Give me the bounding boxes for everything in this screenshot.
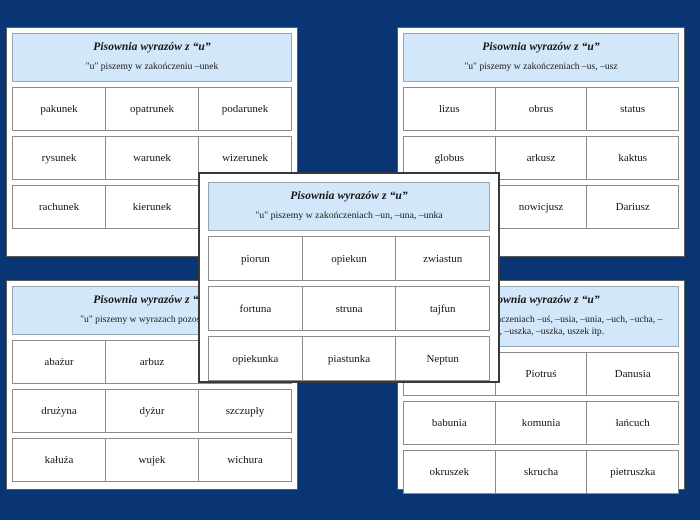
- card-title: Pisownia wyrazów z “u”: [482, 294, 600, 306]
- word-cell[interactable]: warunek: [106, 136, 199, 179]
- card-subtitle: "u" piszemy w zakończeniu –unek: [85, 60, 219, 72]
- word-cell[interactable]: struna: [303, 287, 397, 331]
- word-cell[interactable]: wujek: [106, 438, 199, 481]
- word-cell[interactable]: kałuża: [13, 438, 106, 481]
- card-pozostale[interactable]: Pisownia wyrazów z “u” "u" piszemy w wyr…: [6, 280, 298, 490]
- card-subtitle: "u" piszemy w zakończeniach –uś, –usia, …: [419, 313, 663, 337]
- table-row: drużyna dyżur szczupły: [12, 388, 292, 433]
- word-cell[interactable]: babunia: [404, 401, 496, 444]
- table-row: lizus obrus status: [403, 86, 679, 131]
- word-cell[interactable]: skrucha: [496, 450, 588, 493]
- card-title: Pisownia wyrazów z “u”: [93, 294, 211, 306]
- word-cell[interactable]: pietruszka: [610, 465, 656, 478]
- word-cell[interactable]: piastunka: [303, 337, 397, 381]
- card-title: Pisownia wyrazów z “u”: [93, 41, 211, 53]
- word-cell[interactable]: kaktus: [618, 151, 648, 164]
- word-cell[interactable]: nowicjusz: [496, 185, 588, 228]
- table-row: fortuna struna tajfun: [208, 286, 490, 332]
- word-cell[interactable]: Piotruś: [496, 352, 588, 395]
- word-cell[interactable]: Danusia: [614, 367, 651, 380]
- word-cell[interactable]: pakunek: [13, 87, 106, 130]
- table-row: opiekunka piastunka Neptun: [208, 336, 490, 382]
- card-subtitle: "u" piszemy w wyrazach pozostałych: [80, 313, 224, 325]
- word-cell[interactable]: komunia: [496, 401, 588, 444]
- word-cell[interactable]: opiekunka: [209, 337, 303, 381]
- card-subtitle: "u" piszemy w zakończeniach –un, –una, –…: [255, 209, 443, 221]
- table-row: piorun opiekun zwiastun: [208, 236, 490, 282]
- word-cell[interactable]: obrus: [496, 87, 588, 130]
- word-cell[interactable]: tajfun: [429, 302, 456, 315]
- word-cell[interactable]: globus: [404, 136, 496, 179]
- card-un-una-unka[interactable]: Pisownia wyrazów z “u” "u" piszemy w zak…: [198, 172, 500, 383]
- word-cell[interactable]: zwiastun: [423, 252, 463, 265]
- word-cell[interactable]: opiekun: [303, 237, 397, 281]
- word-cell[interactable]: abażur: [13, 340, 106, 383]
- word-cell[interactable]: łańcuch: [615, 416, 650, 429]
- card-subtitle: "u" piszemy w zakończeniach –us, –usz: [464, 60, 618, 72]
- card-header: Pisownia wyrazów z “u” "u" piszemy w zak…: [208, 182, 490, 232]
- word-cell[interactable]: arbuz: [106, 340, 199, 383]
- table-row: okruszek skrucha pietruszka: [403, 449, 679, 494]
- word-cell[interactable]: szczupły: [225, 404, 265, 417]
- word-cell[interactable]: arkusz: [496, 136, 588, 179]
- card-unek[interactable]: Pisownia wyrazów z “u” "u" piszemy w zak…: [6, 27, 298, 257]
- word-cell[interactable]: status: [620, 102, 646, 115]
- card-header: Pisownia wyrazów z “u” "u" piszemy w zak…: [403, 33, 679, 82]
- word-cell[interactable]: Dariusz: [615, 200, 650, 213]
- card-title: Pisownia wyrazów z “u”: [482, 41, 600, 53]
- word-cell[interactable]: kierunek: [106, 185, 199, 228]
- word-rows: abażur arbuz drużyna dyżur szczupły kału…: [12, 339, 292, 482]
- table-row: kałuża wujek wichura: [12, 437, 292, 482]
- word-cell[interactable]: Neptun: [426, 352, 459, 365]
- word-cell[interactable]: wizerunek: [222, 151, 268, 164]
- word-cell[interactable]: drużyna: [13, 389, 106, 432]
- card-us-usia-unia-uch[interactable]: Pisownia wyrazów z “u” "u" piszemy w zak…: [397, 280, 685, 494]
- table-row: babunia komunia łańcuch: [403, 400, 679, 445]
- word-rows: piorun opiekun zwiastun fortuna struna t…: [208, 236, 490, 382]
- word-cell[interactable]: rysunek: [13, 136, 106, 179]
- word-cell[interactable]: okruszek: [404, 450, 496, 493]
- word-cell[interactable]: opatrunek: [106, 87, 199, 130]
- word-cell[interactable]: wichura: [227, 453, 263, 466]
- card-header: Pisownia wyrazów z “u” "u" piszemy w zak…: [12, 33, 292, 82]
- word-cell[interactable]: piorun: [209, 237, 303, 281]
- word-cell[interactable]: dyżur: [106, 389, 199, 432]
- word-rows: Piotruś Danusia babunia komunia łańcuch …: [403, 351, 679, 494]
- word-cell[interactable]: lizus: [404, 87, 496, 130]
- card-title: Pisownia wyrazów z “u”: [290, 190, 408, 202]
- table-row: pakunek opatrunek podarunek: [12, 86, 292, 131]
- word-cell[interactable]: podarunek: [221, 102, 269, 115]
- word-cell[interactable]: rachunek: [13, 185, 106, 228]
- word-cell[interactable]: fortuna: [209, 287, 303, 331]
